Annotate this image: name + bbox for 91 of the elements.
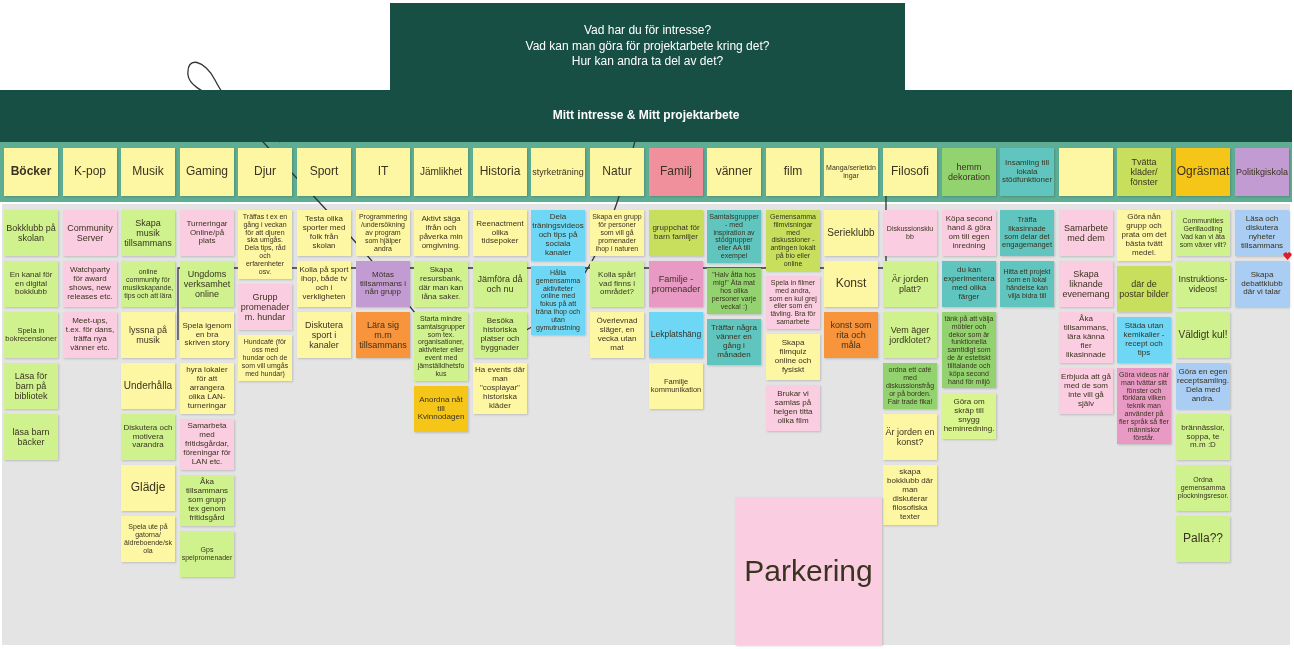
category-note: film bbox=[766, 148, 820, 196]
question-text: Hur kan andra ta del av det? bbox=[571, 55, 724, 69]
category-note: Politikgiskola bbox=[1235, 148, 1289, 196]
sticky-note: Meet-ups, t.ex. för dans, träffa nya vänner etc. bbox=[63, 312, 117, 358]
category-note: Insamling till lokala stödfunktioner bbox=[1000, 148, 1054, 196]
category-note: Filosofi bbox=[883, 148, 937, 196]
category-note: Musik bbox=[121, 148, 175, 196]
sticky-note: Skapa liknande evenemang bbox=[1059, 261, 1113, 307]
sticky-note: Skapa musik tillsammans bbox=[121, 210, 175, 256]
sticky-note: Träffar några vänner en gång i månaden bbox=[707, 319, 761, 365]
sticky-note: Bokklubb på skolan bbox=[4, 210, 58, 256]
sticky-note: gruppchat för barn familjer bbox=[649, 210, 703, 256]
sticky-note: Spela igenom en bra skriven story bbox=[180, 312, 234, 358]
sticky-note: Göra nån grupp och prata om det bästa tvätt medel. bbox=[1117, 210, 1171, 261]
sticky-note: Community Server bbox=[63, 210, 117, 256]
sticky-note: Köpa second hand & göra om till egen inredning bbox=[942, 210, 996, 256]
sticky-note: Aktivt säga ifrån och påverka min omgivning. bbox=[414, 210, 468, 256]
sticky-note: Ha events där man "cosplayar" historiska kläder bbox=[473, 363, 527, 414]
sticky-note: Reenactment olika tidsepoker bbox=[473, 210, 527, 256]
sticky-note: Samarbeta med fritidsgårdar, föreningar för LAN etc. bbox=[180, 419, 234, 470]
category-note: styrketräning bbox=[531, 148, 585, 196]
sticky-note: konst som rita och måla bbox=[824, 312, 878, 358]
sticky-note: Skapa resursbank, där man kan låna saker. bbox=[414, 261, 468, 307]
sticky-note: Grupp promenader m. hundar bbox=[238, 284, 292, 330]
sticky-note: Överlevnad släger, en vecka utan mat bbox=[590, 312, 644, 358]
category-note: Böcker bbox=[4, 148, 58, 196]
sticky-note: Lekplatshäng bbox=[649, 312, 703, 358]
sticky-note: Är jorden platt? bbox=[883, 261, 937, 307]
sticky-note: Underhålla bbox=[121, 363, 175, 409]
sticky-note: Läsa och diskutera nyheter tillsammans bbox=[1235, 210, 1289, 256]
question-text: Vad har du för intresse? bbox=[583, 24, 712, 38]
sticky-note: Parkering bbox=[735, 497, 882, 645]
sticky-note: Läsa för barn på bibliotek bbox=[4, 363, 58, 409]
category-note: vänner bbox=[707, 148, 761, 196]
sticky-note: Vem äger jordklotet? bbox=[883, 312, 937, 358]
sticky-note: Brukar vi samlas på helgen titta olika film bbox=[766, 385, 820, 431]
category-note: Tvätta kläder/ fönster bbox=[1117, 148, 1171, 196]
sticky-note: Diskutera sport i kanaler bbox=[297, 312, 351, 358]
category-note: Djur bbox=[238, 148, 292, 196]
category-note: hemm dekoration bbox=[942, 148, 996, 196]
question-banner bbox=[390, 3, 905, 90]
heading-band: Mitt intresse & Mitt projektarbete bbox=[0, 90, 1292, 142]
category-note: Historia bbox=[473, 148, 527, 196]
sticky-note: Åka tillsammans som grupp tex genom fritidsgård bbox=[180, 475, 234, 526]
category-note: Natur bbox=[590, 148, 644, 196]
category-note: K-pop bbox=[63, 148, 117, 196]
sticky-note: Glädje bbox=[121, 465, 175, 511]
sticky-note: Palla?? bbox=[1176, 516, 1230, 562]
sticky-note: Familje - promenader bbox=[649, 261, 703, 307]
sticky-note: Mötas tillsammans i nån grupp bbox=[356, 261, 410, 307]
sticky-note: Är jorden en konst? bbox=[883, 414, 937, 460]
category-note: Sport bbox=[297, 148, 351, 196]
sticky-note: Kolla spår! vad finns i området? bbox=[590, 261, 644, 307]
sticky-note: Samarbete med dem bbox=[1059, 210, 1113, 256]
sticky-note: Besöka historiska platser och byggnader bbox=[473, 312, 527, 358]
question-text: Vad kan man göra för projektarbete kring det? bbox=[525, 39, 770, 54]
sticky-note: Städa utan kemikalier - recept och tips bbox=[1117, 317, 1171, 363]
sticky-note: Skapa filmquiz online och fysiskt bbox=[766, 334, 820, 380]
category-note: Ogräsmat bbox=[1176, 148, 1230, 196]
sticky-note: Turneringar Online/på plats bbox=[180, 210, 234, 256]
sticky-note: Diskutera och motivera varandra bbox=[121, 414, 175, 460]
sticky-note: Konst bbox=[824, 261, 878, 307]
sticky-note: Watchparty för award shows, new releases etc. bbox=[63, 261, 117, 307]
category-note: IT bbox=[356, 148, 410, 196]
category-note: Familj bbox=[649, 148, 703, 196]
sticky-note: du kan experimentera med olika färger bbox=[942, 261, 996, 307]
category-note: Gaming bbox=[180, 148, 234, 196]
sticky-note: Serieklubb bbox=[824, 210, 878, 256]
sticky-note: Kolla på sport ihop, både tv och i verkligheten bbox=[297, 261, 351, 307]
category-note: Jämlikhet bbox=[414, 148, 468, 196]
sticky-note: Åka tillsammans, lära känna fler likasinnade bbox=[1059, 312, 1113, 363]
sticky-note: Lära sig m.m tillsammans bbox=[356, 312, 410, 358]
sticky-note: brännässlor, soppa, te m.m :D bbox=[1176, 414, 1230, 460]
sticky-note: Testa olika sporter med folk från skolan bbox=[297, 210, 351, 256]
sticky-note: där de postar bilder bbox=[1117, 266, 1171, 312]
category-note bbox=[1059, 148, 1113, 196]
sticky-note: Dela träningsvideos och tips på sociala kanaler bbox=[531, 210, 585, 261]
sticky-note: Anordna nåt till Kvinnodagen bbox=[414, 386, 468, 432]
sticky-note: Erbjuda att gå med de som inte vill gå själv bbox=[1059, 368, 1113, 414]
sticky-note: läsa barn bäcker bbox=[4, 414, 58, 460]
sticky-note: hyra lokaler för att arrangera olika LAN-turneringar bbox=[180, 363, 234, 414]
sticky-note: Ungdoms verksamhet online bbox=[180, 261, 234, 307]
sticky-note: Göra en egen receptsamling. Dela med andra. bbox=[1176, 363, 1230, 409]
sticky-note: Jämföra då och nu bbox=[473, 261, 527, 307]
sticky-note: Väldigt kul! bbox=[1176, 312, 1230, 358]
sticky-note: En kanal för en digital bokklubb bbox=[4, 261, 58, 307]
sticky-note: Skapa debattklubb där vi talar bbox=[1235, 261, 1289, 307]
sticky-note: skapa bokklubb där man diskuterar filosofiska texter bbox=[883, 465, 937, 525]
sticky-note: Göra om skräp till snygg heminredning. bbox=[942, 393, 996, 439]
sticky-note: Instruktions-videos! bbox=[1176, 261, 1230, 307]
sticky-note: lyssna på musik bbox=[121, 312, 175, 358]
